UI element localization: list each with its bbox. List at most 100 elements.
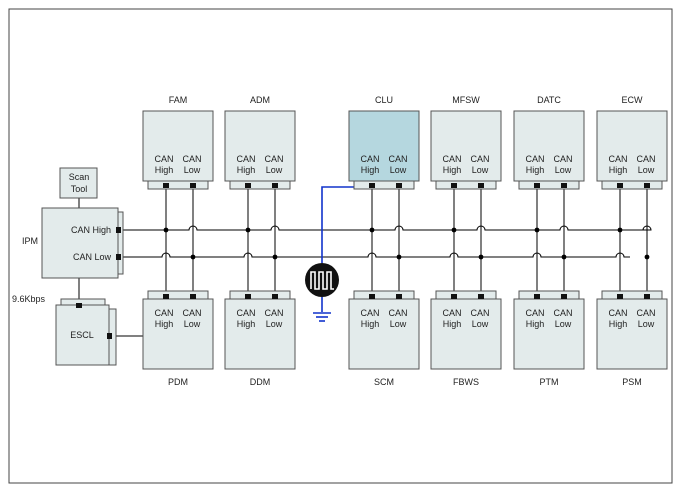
can-high-pin (163, 294, 169, 299)
can-high-label: High (526, 165, 545, 175)
can-high-label: High (361, 165, 380, 175)
can-high-label: CAN (525, 154, 544, 164)
can-low-bus (121, 252, 630, 258)
can-low-pin (478, 183, 484, 188)
module-body (224, 298, 296, 370)
module-body (596, 298, 668, 370)
module-name: FAM (169, 95, 188, 105)
can-high-pin (369, 294, 375, 299)
can-high-label: CAN (525, 308, 544, 318)
can-high-pin (369, 183, 375, 188)
ipm-module[interactable]: CAN High CAN Low IPM (22, 207, 124, 279)
can-low-pin (561, 294, 567, 299)
can-high-label: High (237, 319, 256, 329)
can-high-pin (617, 183, 623, 188)
can-low-label: CAN (553, 308, 572, 318)
ipm-can-low-pin (116, 254, 121, 260)
can-high-pin (451, 294, 457, 299)
module-body (224, 110, 296, 182)
can-low-label: CAN (470, 308, 489, 318)
can-low-label: CAN (388, 154, 407, 164)
can-high-label: CAN (442, 154, 461, 164)
can-high-label: CAN (236, 154, 255, 164)
can-high-label: CAN (442, 308, 461, 318)
can-high-pin (451, 183, 457, 188)
can-low-label: Low (266, 319, 283, 329)
scan-tool-label-line2: Tool (71, 184, 88, 194)
can-low-label: CAN (636, 154, 655, 164)
can-high-label: High (155, 319, 174, 329)
can-low-pin (478, 294, 484, 299)
can-high-label: CAN (236, 308, 255, 318)
can-high-pin (245, 294, 251, 299)
module-body (513, 110, 585, 182)
bus-wires (78, 184, 652, 339)
ipm-can-high-pin (116, 227, 121, 233)
can-low-label: Low (555, 165, 572, 175)
can-high-label: High (237, 165, 256, 175)
can-low-pin (396, 183, 402, 188)
module-name: PSM (622, 377, 642, 387)
can-high-label: CAN (360, 308, 379, 318)
probe-symbol (305, 263, 339, 322)
module-name: PDM (168, 377, 188, 387)
ipm-label: IPM (22, 236, 38, 246)
can-high-pin (245, 183, 251, 188)
escl-top-pin (76, 303, 82, 308)
module-body (142, 298, 214, 370)
can-low-label: Low (555, 319, 572, 329)
can-high-label: CAN (154, 308, 173, 318)
can-low-pin (561, 183, 567, 188)
module-body (348, 298, 420, 370)
module-name: SCM (374, 377, 394, 387)
can-low-pin (644, 294, 650, 299)
can-high-label: High (443, 319, 462, 329)
module-layer: CANHighCANLowFAMCANHighCANLowADMCANHighC… (142, 95, 668, 387)
can-high-pin (534, 183, 540, 188)
frame-border (8, 8, 673, 484)
module-name: DATC (537, 95, 561, 105)
can-high-pin (534, 294, 540, 299)
can-low-label: Low (472, 319, 489, 329)
can-high-pin (617, 294, 623, 299)
can-low-label: Low (638, 319, 655, 329)
can-low-pin (644, 183, 650, 188)
scan-tool-label-line1: Scan (69, 172, 90, 182)
can-high-label: High (609, 165, 628, 175)
escl-label: ESCL (70, 330, 94, 340)
can-low-pin (396, 294, 402, 299)
can-low-label: Low (390, 165, 407, 175)
can-low-label: Low (184, 319, 201, 329)
can-high-label: High (609, 319, 628, 329)
can-high-label: CAN (608, 308, 627, 318)
scan-tool[interactable]: Scan Tool (59, 167, 98, 199)
can-high-label: High (526, 319, 545, 329)
can-low-label: Low (390, 319, 407, 329)
can-high-label: CAN (608, 154, 627, 164)
can-high-pin (163, 183, 169, 188)
escl-module[interactable]: ESCL (55, 298, 117, 366)
can-low-label: CAN (182, 154, 201, 164)
ipm-can-low-label: CAN Low (73, 252, 112, 262)
module-name: CLU (375, 95, 393, 105)
can-low-pin (190, 294, 196, 299)
can-low-label: Low (638, 165, 655, 175)
can-low-label: Low (184, 165, 201, 175)
can-low-label: Low (266, 165, 283, 175)
escl-side-pin (107, 333, 112, 339)
can-low-label: CAN (264, 308, 283, 318)
can-low-label: CAN (553, 154, 572, 164)
